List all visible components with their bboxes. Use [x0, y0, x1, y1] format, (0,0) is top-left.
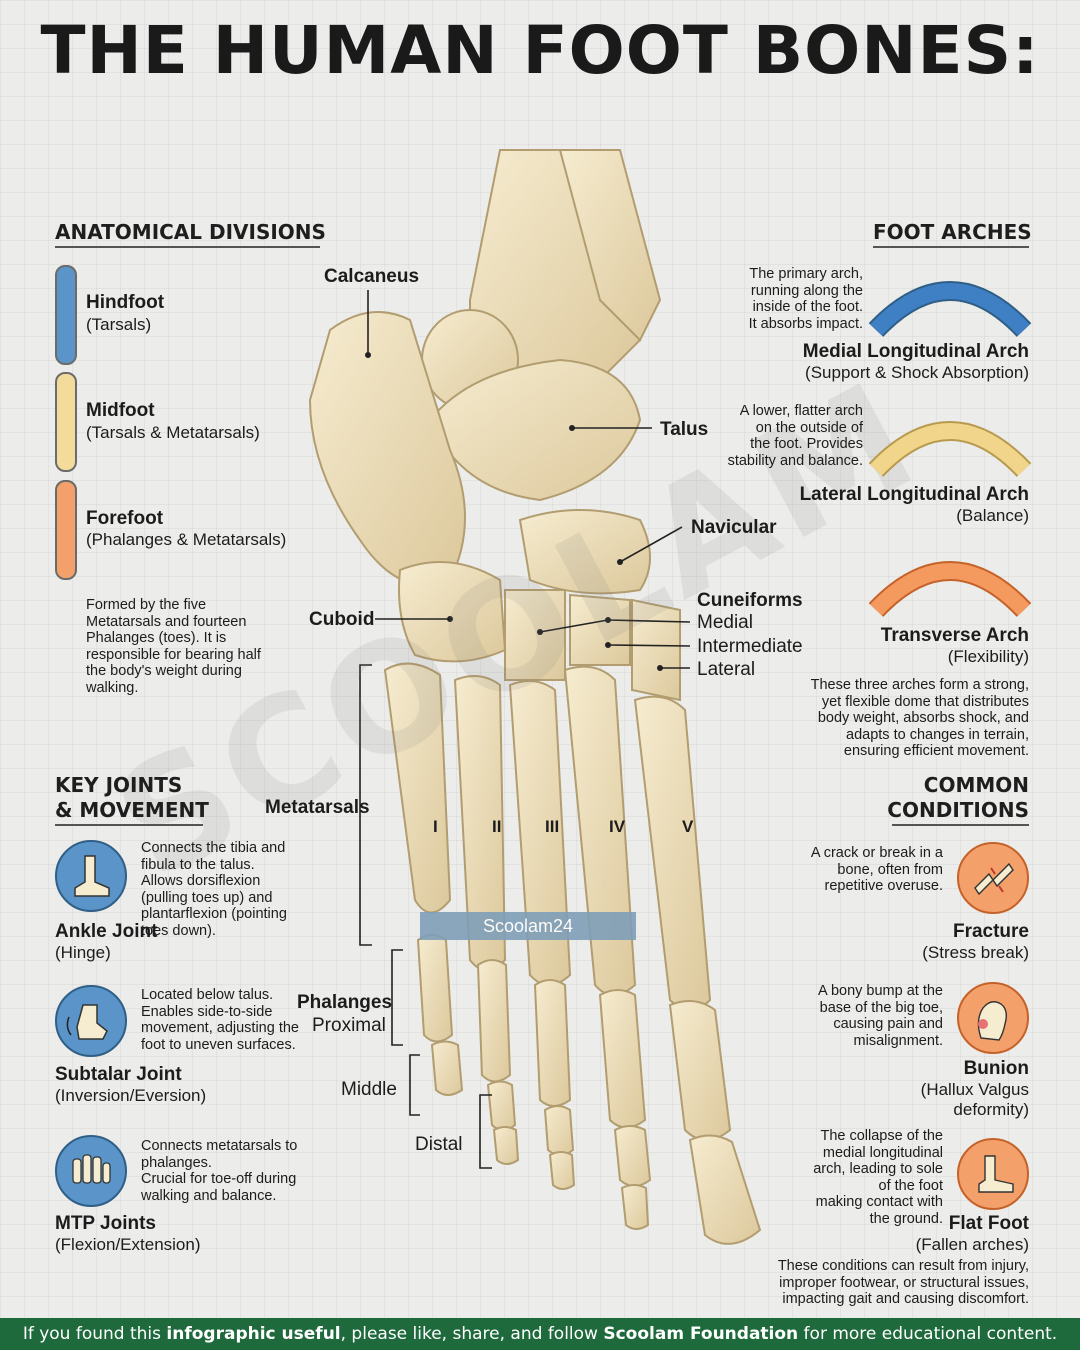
medial-arch-graphic [868, 281, 1032, 337]
label-calcaneus: Calcaneus [324, 266, 420, 287]
divisions-underline [55, 246, 320, 248]
conditions-underline [892, 824, 1029, 826]
lateral-arch-sub: (Balance) [956, 506, 1029, 525]
conditions-heading-line1: COMMON [923, 773, 1029, 797]
footer-bold-infographic: infographic useful [166, 1324, 341, 1344]
hindfoot-sub: (Tarsals) [86, 315, 152, 334]
label-talus: Talus [660, 419, 709, 440]
conditions-heading-line2: CONDITIONS [887, 798, 1029, 822]
bunion-icon [957, 982, 1029, 1054]
midfoot-label: Midfoot [86, 400, 155, 421]
label-cuneiforms: Cuneiforms [697, 590, 803, 611]
label-metatarsals: Metatarsals [265, 797, 370, 818]
fracture-icon [957, 842, 1029, 914]
arches-summary: These three arches form a strong,yet fle… [810, 677, 1029, 759]
lateral-arch-label: Lateral Longitudinal Arch [799, 484, 1029, 505]
bunion-sub-line2: deformity) [953, 1100, 1029, 1119]
divisions-heading: ANATOMICAL DIVISIONS [55, 220, 326, 244]
hindfoot-label: Hindfoot [86, 292, 165, 313]
mtp-joints-label: MTP Joints [55, 1213, 156, 1234]
numeral-v: V [682, 817, 694, 836]
label-distal: Distal [415, 1134, 463, 1155]
fracture-label: Fracture [952, 921, 1029, 942]
transverse-arch-graphic [868, 561, 1032, 617]
label-cuneiform-medial: Medial [697, 612, 753, 633]
numeral-iv: IV [609, 817, 626, 836]
flat-foot-icon [957, 1138, 1029, 1210]
subtalar-joint-sub: (Inversion/Eversion) [55, 1086, 207, 1105]
subtalar-description: Located below talus.Enables side-to-side… [141, 987, 299, 1053]
label-proximal: Proximal [312, 1015, 386, 1036]
midfoot-color-bar [55, 372, 77, 472]
label-middle: Middle [341, 1079, 397, 1100]
lateral-arch-graphic [868, 421, 1032, 477]
footer-banner: If you found this infographic useful, pl… [0, 1318, 1080, 1350]
bunion-label: Bunion [963, 1058, 1029, 1079]
label-cuneiform-lateral: Lateral [697, 659, 756, 680]
forefoot-color-bar [55, 480, 77, 580]
ankle-joint-sub: (Hinge) [55, 943, 111, 962]
transverse-arch-sub: (Flexibility) [947, 647, 1029, 666]
flat-foot-sub: (Fallen arches) [915, 1235, 1029, 1254]
midfoot-sub: (Tarsals & Metatarsals) [86, 423, 260, 442]
joints-heading-line2: & MOVEMENT [55, 798, 209, 822]
medial-arch-sub: (Support & Shock Absorption) [805, 363, 1029, 382]
hindfoot-color-bar [55, 265, 77, 365]
forefoot-sub: (Phalanges & Metatarsals) [86, 530, 287, 549]
conditions-summary: These conditions can result from injury,… [777, 1258, 1029, 1307]
fracture-sub: (Stress break) [922, 943, 1029, 962]
bunion-sub-line1: (Hallux Valgus [920, 1080, 1029, 1099]
label-cuneiform-intermediate: Intermediate [697, 636, 803, 657]
mtp-joints-sub: (Flexion/Extension) [55, 1235, 201, 1254]
page-title: THE HUMAN FOOT BONES: [40, 12, 1040, 89]
flat-foot-label: Flat Foot [948, 1213, 1029, 1234]
ankle-icon [55, 840, 127, 912]
numeral-ii: II [492, 817, 502, 836]
subtalar-icon [55, 985, 127, 1057]
scoolam-badge: Scoolam24 [420, 912, 636, 940]
label-cuboid: Cuboid [309, 609, 375, 630]
foot-skeleton-illustration [308, 149, 762, 1245]
numeral-iii: III [545, 817, 560, 836]
label-phalanges: Phalanges [297, 992, 393, 1013]
transverse-arch-label: Transverse Arch [880, 625, 1029, 646]
numeral-i: I [433, 817, 438, 836]
footer-bold-foundation: Scoolam Foundation [603, 1324, 799, 1344]
joints-heading-line1: KEY JOINTS [55, 773, 183, 797]
toes-icon [55, 1135, 127, 1207]
arches-underline [873, 246, 1029, 248]
label-navicular: Navicular [691, 517, 777, 538]
medial-arch-label: Medial Longitudinal Arch [802, 341, 1029, 362]
subtalar-joint-label: Subtalar Joint [55, 1064, 182, 1085]
ankle-joint-label: Ankle Joint [55, 921, 158, 942]
arches-heading: FOOT ARCHES [873, 220, 1032, 244]
forefoot-label: Forefoot [86, 508, 164, 529]
joints-underline [55, 824, 203, 826]
